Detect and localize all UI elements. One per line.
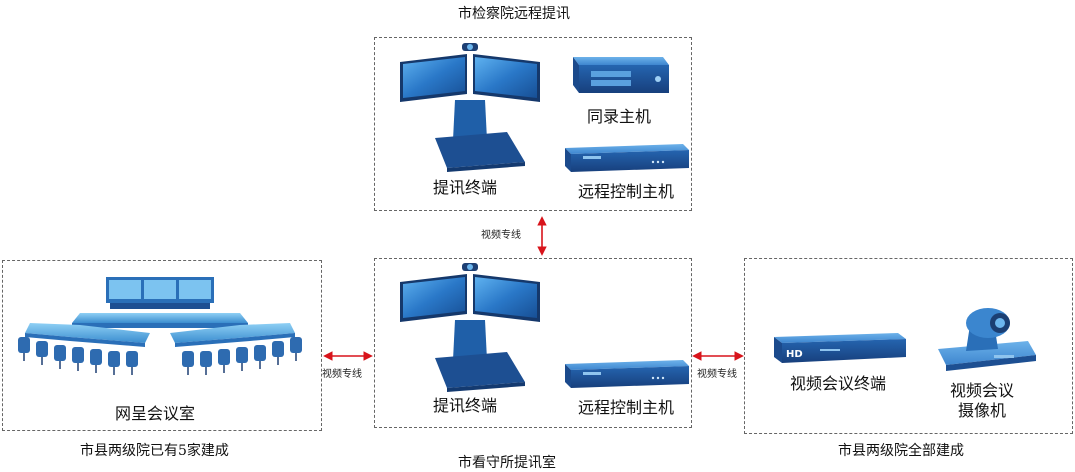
left-group-title: 市县两级院已有5家建成 <box>80 443 229 459</box>
vc-camera-label-line1: 视频会议 <box>950 381 1015 400</box>
vc-camera-label-line2: 摄像机 <box>958 401 1007 420</box>
procuratorate-title: 市检察院远程提讯 <box>458 6 570 22</box>
right-link-label: 视频专线 <box>697 369 737 380</box>
procuratorate-box <box>374 37 692 211</box>
left-group-box <box>2 260 322 431</box>
detention-box <box>374 258 692 428</box>
vc-terminal-label: 视频会议终端 <box>790 374 887 393</box>
vc-camera-label: 视频会议 摄像机 <box>950 381 1014 421</box>
network-room-label: 网呈会议室 <box>115 404 196 423</box>
left-link-label: 视频专线 <box>322 369 362 380</box>
top-recorder-label: 同录主机 <box>587 107 652 126</box>
right-link-arrow <box>692 351 744 361</box>
vc-terminal-icon: HD <box>774 333 906 363</box>
vc-camera-icon <box>938 308 1036 371</box>
top-terminal-icon <box>400 43 540 172</box>
top-controller-icon <box>565 144 689 172</box>
mid-terminal-label: 提讯终端 <box>433 396 498 415</box>
vertical-link-label: 视频专线 <box>481 230 521 241</box>
mid-terminal-icon <box>400 263 540 392</box>
top-terminal-label: 提讯终端 <box>433 178 498 197</box>
detention-title: 市看守所提讯室 <box>458 455 556 471</box>
hd-badge: HD <box>786 349 803 360</box>
mid-controller-label: 远程控制主机 <box>578 398 675 417</box>
left-link-arrow <box>323 351 373 361</box>
conference-room-icon <box>18 277 302 375</box>
top-recorder-icon <box>573 57 669 93</box>
top-controller-label: 远程控制主机 <box>578 182 675 201</box>
mid-controller-icon <box>565 360 689 388</box>
right-group-title: 市县两级院全部建成 <box>838 443 964 459</box>
right-group-box <box>744 258 1073 434</box>
vertical-link-arrow <box>537 216 547 256</box>
